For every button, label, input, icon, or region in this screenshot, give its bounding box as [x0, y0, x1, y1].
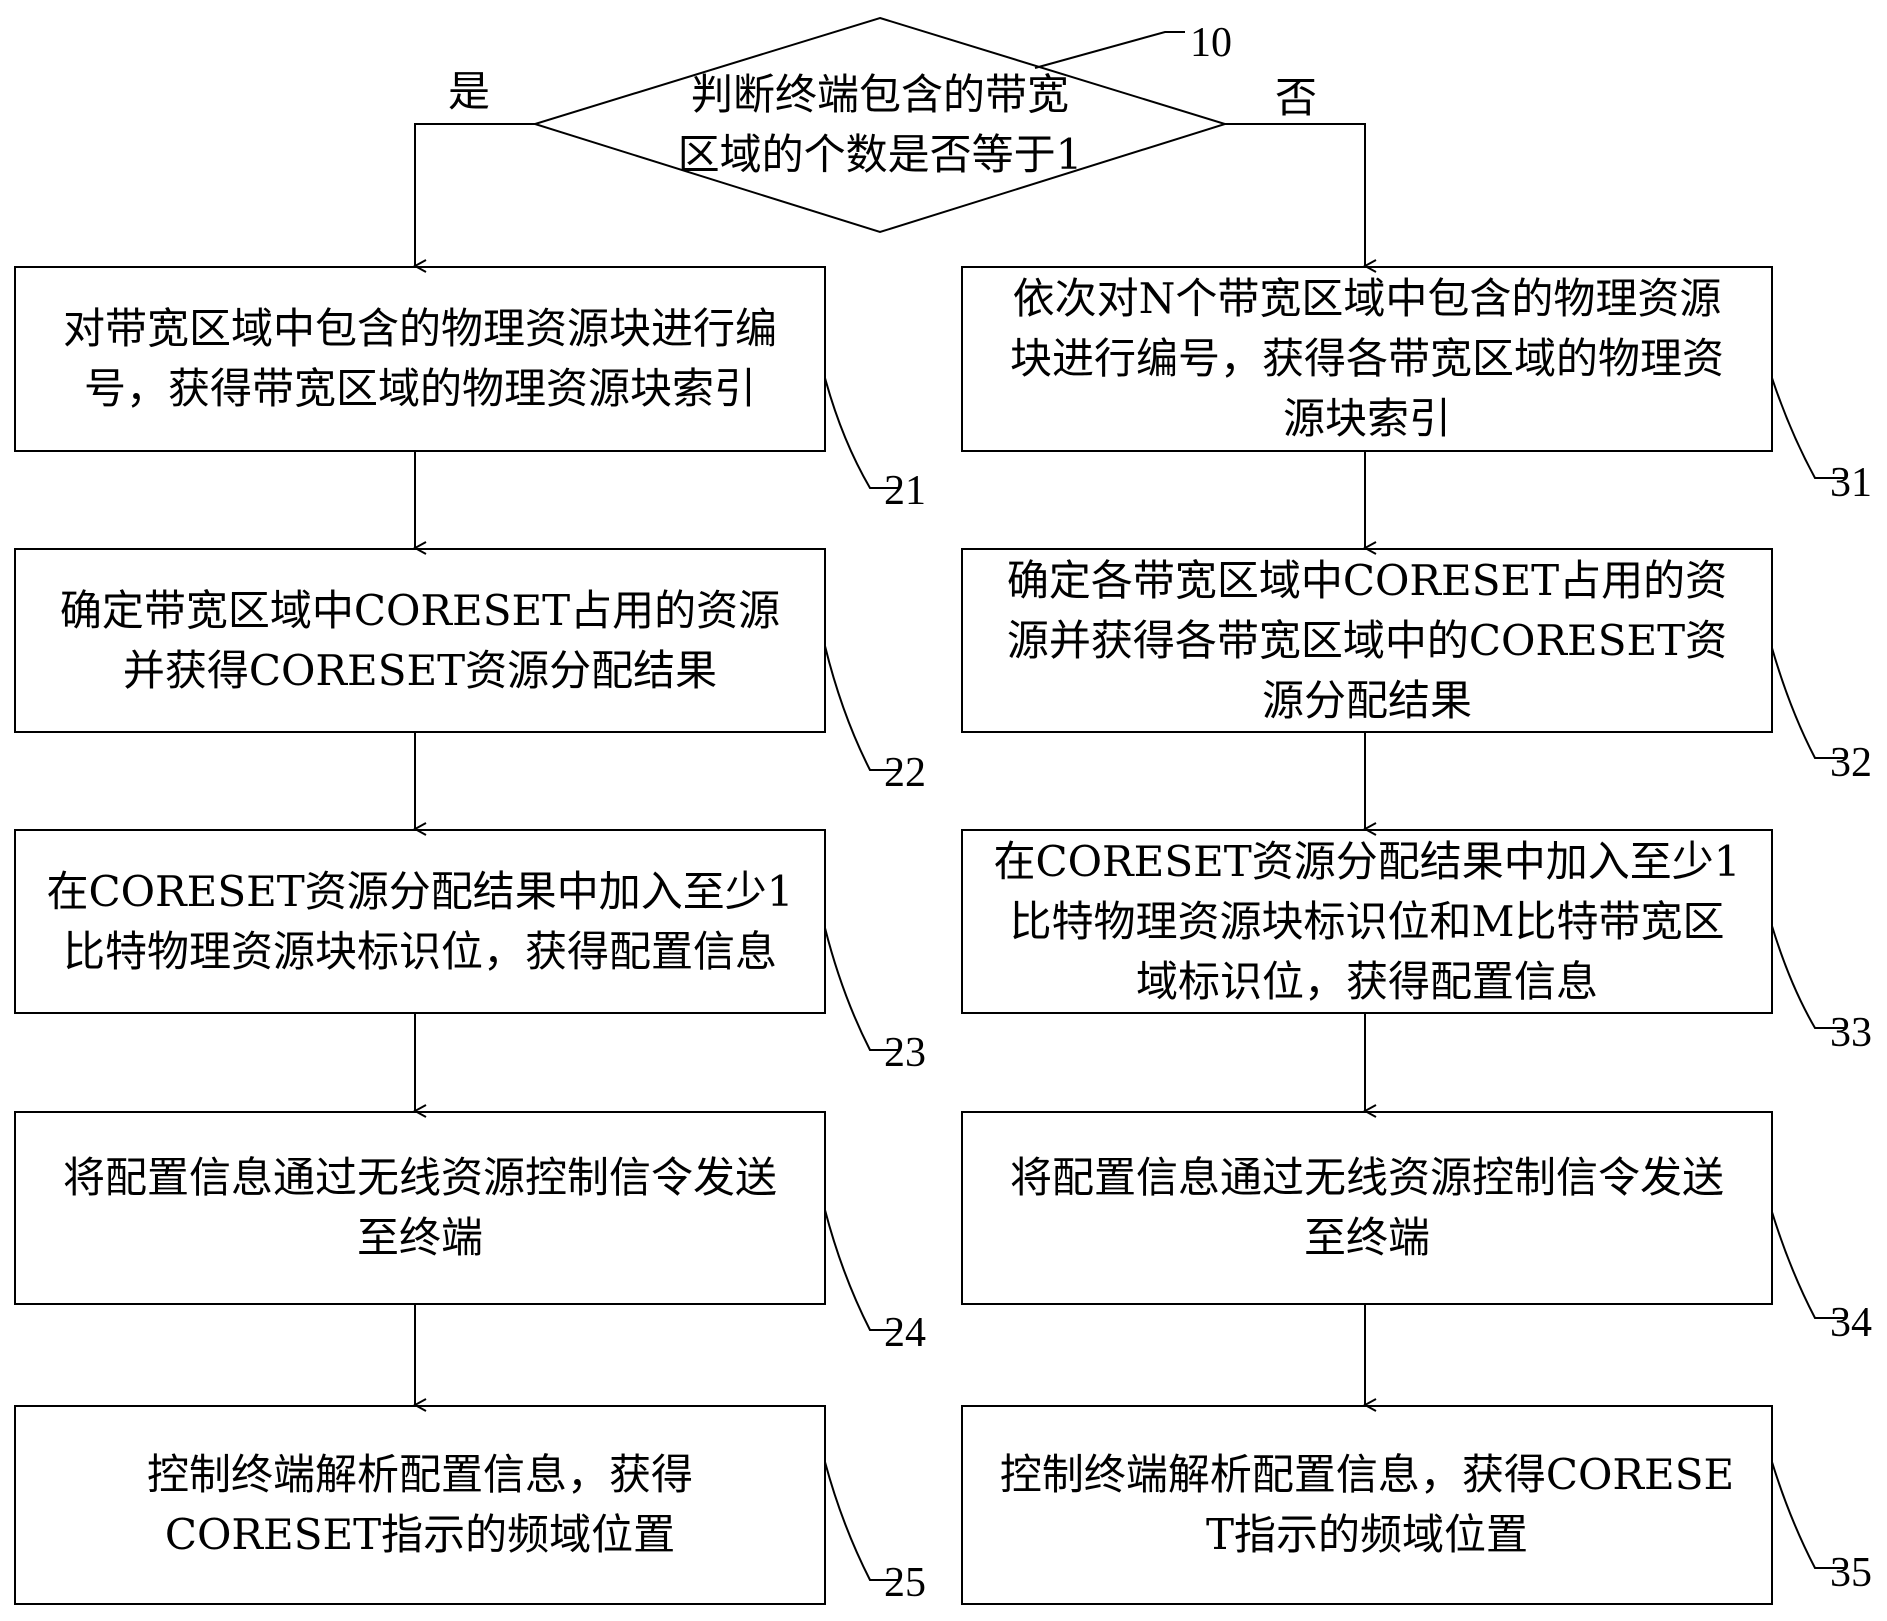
ref-34-leader [1771, 1211, 1845, 1319]
right-step-1-box: 依次对N个带宽区域中包含的物理资源 块进行编号，获得各带宽区域的物理资 源块索引 [961, 266, 1773, 452]
yes-label: 是 [448, 70, 491, 116]
decision-line-1: 判断终端包含的带宽 [690, 70, 1069, 119]
right-step-4-line-2: 至终端 [1303, 1213, 1430, 1262]
right-step-3-box: 在CORESET资源分配结果中加入至少1 比特物理资源块标识位和M比特带宽区 域… [961, 829, 1773, 1014]
left-step-4-box: 将配置信息通过无线资源控制信令发送 至终端 [14, 1111, 826, 1305]
yes-branch-line [415, 123, 535, 266]
ref-22-leader [824, 645, 900, 771]
ref-31-label: 31 [1830, 460, 1872, 506]
right-step-2-line-2: 源并获得各带宽区域中的CORESET资 [1006, 615, 1728, 665]
left-step-3-box: 在CORESET资源分配结果中加入至少1 比特物理资源块标识位，获得配置信息 [14, 829, 826, 1014]
ref-22-label: 22 [884, 750, 926, 796]
left-step-2-line-2: 并获得CORESET资源分配结果 [122, 645, 718, 695]
right-step-2-line-1: 确定各带宽区域中CORESET占用的资 [1006, 555, 1728, 605]
left-step-4-line-1: 将配置信息通过无线资源控制信令发送 [62, 1153, 777, 1202]
left-step-1-line-2: 号，获得带宽区域的物理资源块索引 [83, 364, 756, 413]
ref-25-leader [824, 1461, 900, 1581]
ref-32-leader [1771, 647, 1845, 759]
right-step-3-line-1: 在CORESET资源分配结果中加入至少1 [993, 836, 1741, 886]
ref-35-label: 35 [1830, 1550, 1872, 1596]
ref-35-leader [1771, 1461, 1845, 1569]
no-branch-line [1225, 123, 1365, 266]
decision-text: 判断终端包含的带宽 区域的个数是否等于1 [640, 65, 1120, 185]
ref-21-leader [824, 377, 900, 489]
right-step-1-line-3: 源块索引 [1282, 394, 1451, 443]
right-step-2-line-3: 源分配结果 [1261, 675, 1472, 725]
ref-33-label: 33 [1830, 1010, 1872, 1056]
left-step-5-line-2: CORESET指示的频域位置 [164, 1510, 676, 1559]
right-step-2-box: 确定各带宽区域中CORESET占用的资 源并获得各带宽区域中的CORESET资 … [961, 548, 1773, 733]
left-step-5-box: 控制终端解析配置信息，获得 CORESET指示的频域位置 [14, 1405, 826, 1605]
ref-21-label: 21 [884, 468, 926, 514]
left-step-1-line-1: 对带宽区域中包含的物理资源块进行编 [62, 304, 777, 353]
right-step-5-line-2: T指示的频域位置 [1205, 1510, 1528, 1559]
no-label: 否 [1275, 76, 1318, 122]
ref-34-label: 34 [1830, 1300, 1872, 1346]
ref-23-label: 23 [884, 1030, 926, 1076]
ref-10-label: 10 [1190, 20, 1232, 66]
left-step-1-box: 对带宽区域中包含的物理资源块进行编 号，获得带宽区域的物理资源块索引 [14, 266, 826, 452]
right-step-4-box: 将配置信息通过无线资源控制信令发送 至终端 [961, 1111, 1773, 1305]
ref-24-label: 24 [884, 1310, 926, 1356]
left-step-3-line-1: 在CORESET资源分配结果中加入至少1 [46, 866, 794, 916]
ref-25-label: 25 [884, 1560, 926, 1606]
ref-31-leader [1771, 377, 1845, 479]
right-step-4-line-1: 将配置信息通过无线资源控制信令发送 [1009, 1153, 1724, 1202]
decision-line-2: 区域的个数是否等于1 [677, 130, 1083, 179]
left-step-5-line-1: 控制终端解析配置信息，获得 [146, 1450, 693, 1499]
ref-32-label: 32 [1830, 740, 1872, 786]
left-step-2-line-1: 确定带宽区域中CORESET占用的资源 [59, 585, 781, 635]
left-step-3-line-2: 比特物理资源块标识位，获得配置信息 [62, 926, 777, 976]
right-step-3-line-3: 域标识位，获得配置信息 [1135, 956, 1598, 1006]
right-step-1-line-2: 块进行编号，获得各带宽区域的物理资 [1009, 334, 1724, 383]
decision-diamond [531, 16, 1229, 234]
right-step-3-line-2: 比特物理资源块标识位和M比特带宽区 [1009, 896, 1725, 946]
right-step-5-box: 控制终端解析配置信息，获得CORESE T指示的频域位置 [961, 1405, 1773, 1605]
ref-10-leader [1034, 31, 1185, 69]
ref-24-leader [824, 1209, 900, 1331]
left-step-2-box: 确定带宽区域中CORESET占用的资源 并获得CORESET资源分配结果 [14, 548, 826, 733]
left-step-4-line-2: 至终端 [356, 1213, 483, 1262]
right-step-1-line-1: 依次对N个带宽区域中包含的物理资源 [1012, 274, 1722, 323]
right-step-5-line-1: 控制终端解析配置信息，获得CORESE [999, 1450, 1735, 1499]
ref-23-leader [824, 927, 900, 1051]
ref-33-leader [1771, 925, 1845, 1029]
